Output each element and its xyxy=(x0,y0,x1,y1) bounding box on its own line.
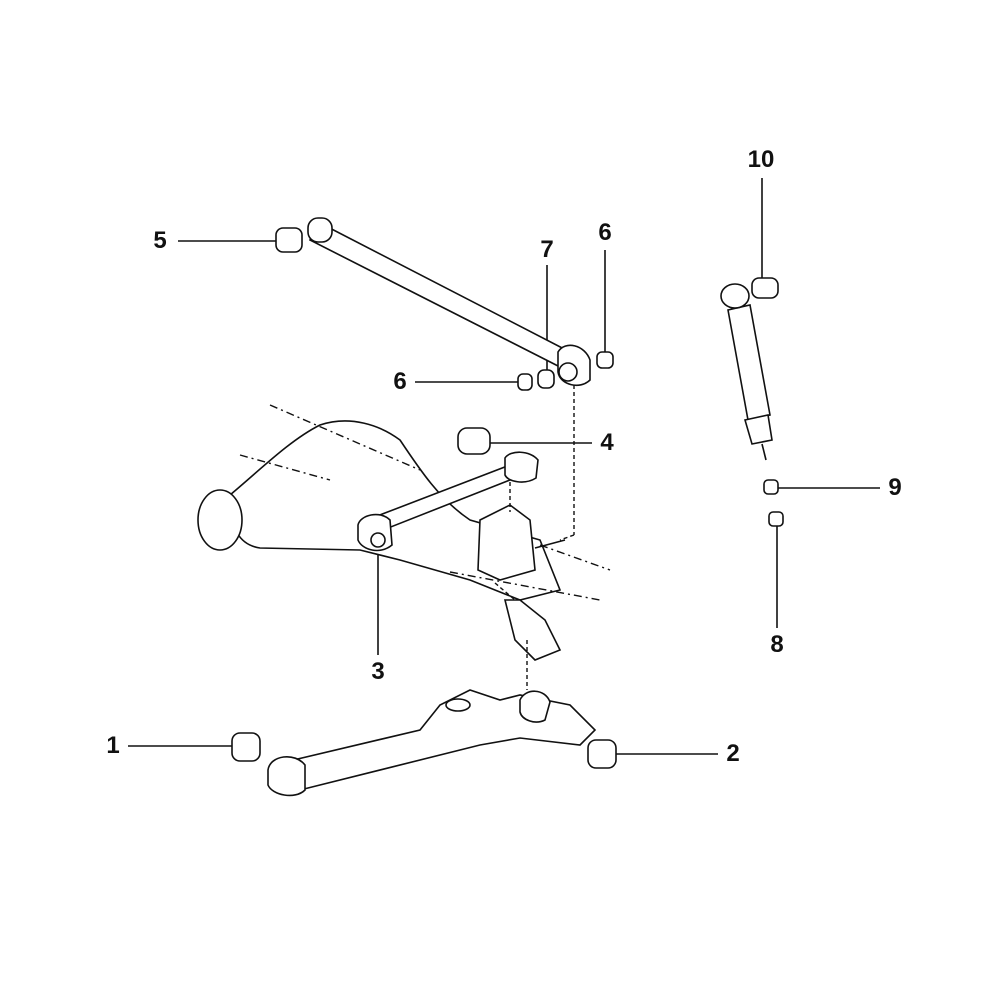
bushing-9 xyxy=(763,479,779,495)
callout-6-lower: 6 xyxy=(393,368,407,395)
callout-3: 3 xyxy=(371,658,385,685)
bushing-4 xyxy=(457,427,491,455)
callout-6-upper: 6 xyxy=(598,219,612,246)
bushing-6b xyxy=(517,373,533,391)
bushing-2 xyxy=(587,739,617,769)
assembly-guides xyxy=(494,385,575,690)
callout-7: 7 xyxy=(540,236,554,263)
leader-lines xyxy=(128,178,880,755)
upper-control-arm xyxy=(307,217,591,387)
callout-5: 5 xyxy=(153,227,167,254)
shock-absorber xyxy=(720,283,773,461)
bushing-5 xyxy=(275,227,303,253)
washer-7 xyxy=(537,369,555,389)
bushing-8 xyxy=(768,511,784,527)
callout-1: 1 xyxy=(106,732,120,759)
bushing-1 xyxy=(231,732,261,762)
callout-2: 2 xyxy=(726,740,740,767)
lateral-rod xyxy=(357,451,539,552)
lower-control-arm xyxy=(267,689,597,797)
callout-10: 10 xyxy=(747,146,775,173)
callout-8: 8 xyxy=(770,631,784,658)
bushing-6a xyxy=(596,351,614,369)
bushing-10 xyxy=(751,277,779,299)
callout-9: 9 xyxy=(888,474,902,501)
bushings xyxy=(231,227,784,769)
callout-4: 4 xyxy=(600,429,614,456)
